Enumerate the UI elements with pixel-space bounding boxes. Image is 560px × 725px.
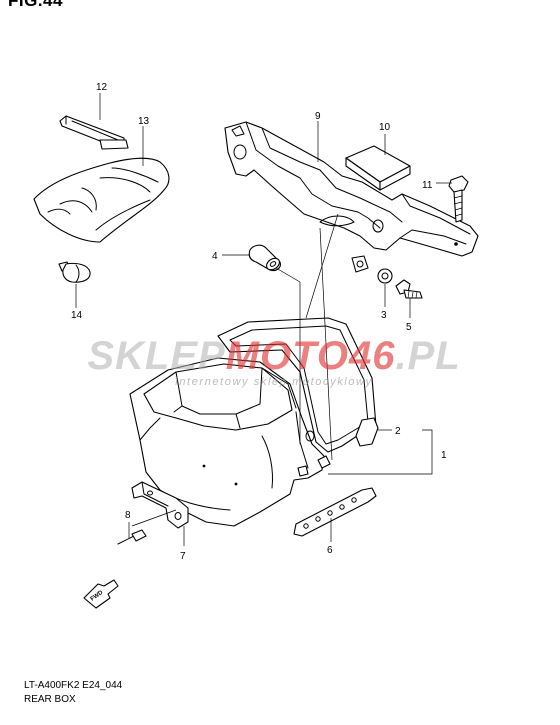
part-4-collar (248, 244, 281, 272)
part-13-bag (33, 157, 170, 243)
part-11-bolt (448, 175, 469, 223)
model-code: LT-A400FK2 E24_044 (24, 680, 123, 691)
callout-5: 5 (406, 322, 412, 333)
callout-3: 3 (381, 310, 387, 321)
section-name: REAR BOX (24, 694, 76, 705)
callout-6: 6 (327, 545, 333, 556)
callout-12: 12 (96, 82, 108, 93)
callout-14: 14 (71, 310, 83, 321)
leader-lines (75, 93, 452, 546)
callout-9: 9 (315, 111, 321, 122)
part-14-grommet (58, 261, 91, 283)
callout-1: 1 (441, 450, 447, 461)
callout-13: 13 (138, 116, 150, 127)
part-7-bracket (131, 481, 189, 529)
part-5-bolt (395, 279, 423, 299)
callout-numbers: 12 13 14 9 10 11 4 3 5 2 1 6 7 8 (71, 82, 447, 562)
part-3-washer (377, 268, 393, 284)
callout-2: 2 (395, 426, 401, 437)
callout-7: 7 (180, 551, 186, 562)
part-12-strap (59, 115, 129, 150)
callout-8: 8 (125, 510, 131, 521)
callout-11: 11 (422, 180, 433, 191)
part-10-pad (345, 145, 411, 191)
part-8-rivet (117, 529, 147, 545)
figure-title: FIG.44 (8, 0, 63, 10)
part-2-seal (217, 317, 379, 453)
part-6-plate (293, 487, 377, 537)
callout-10: 10 (379, 122, 391, 133)
callout-4: 4 (212, 251, 218, 262)
part-9-bracket (224, 121, 479, 273)
front-direction-arrow: FWD (83, 579, 119, 609)
